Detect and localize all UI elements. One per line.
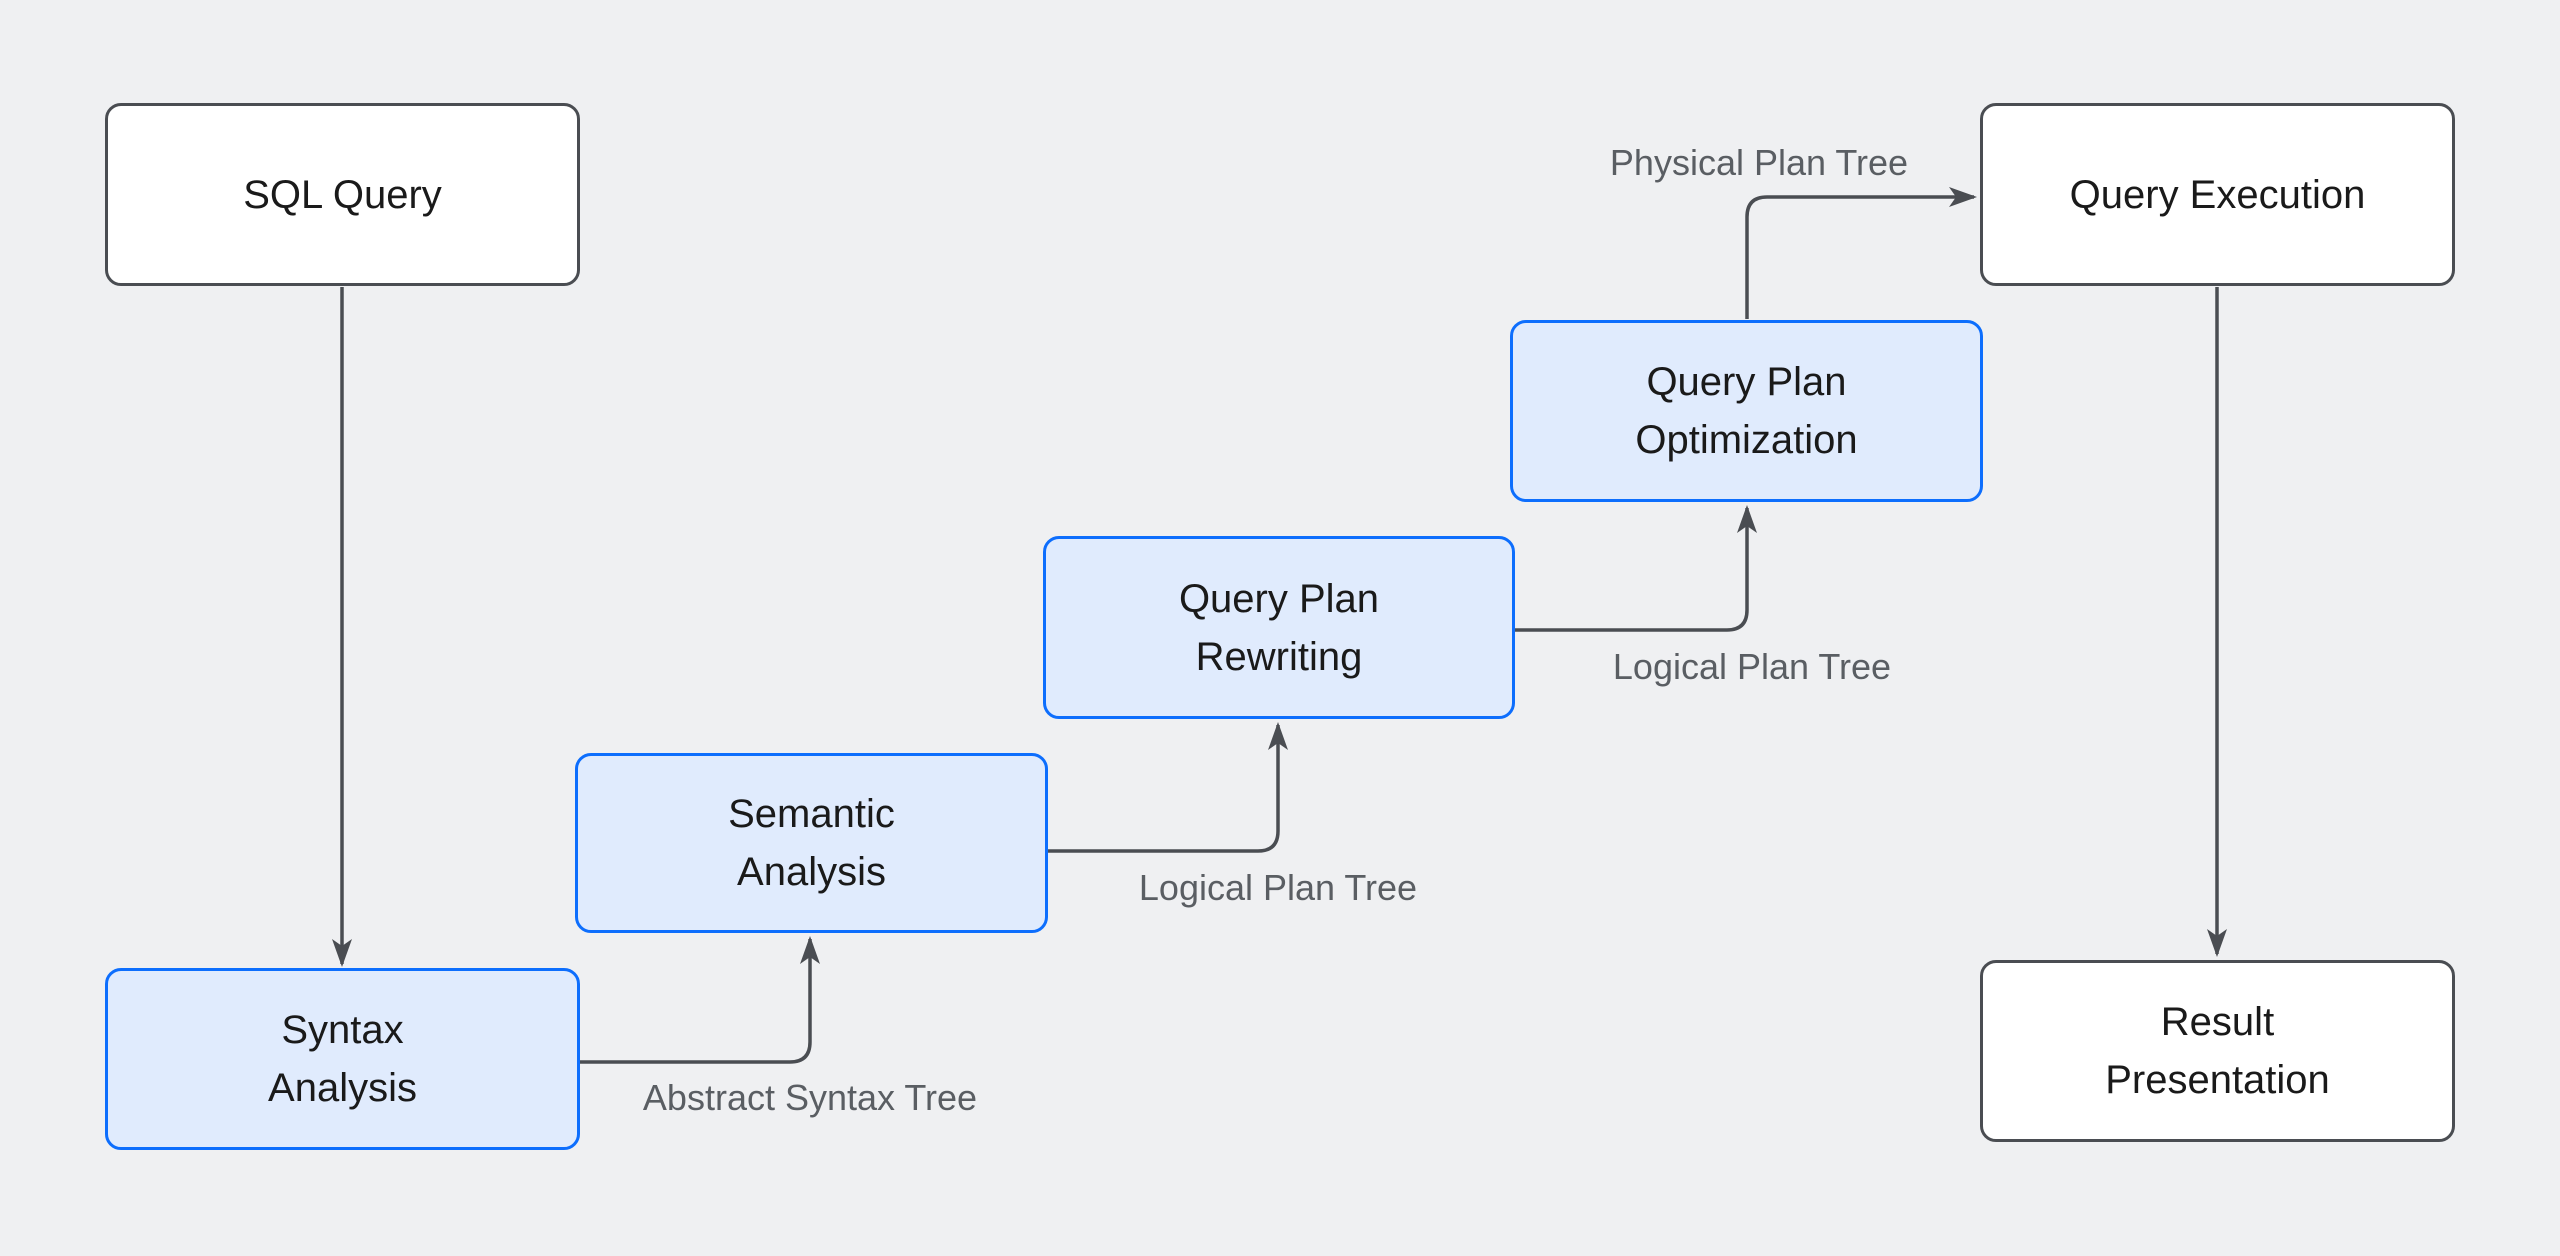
- node-semantic-analysis: Semantic Analysis: [575, 753, 1048, 933]
- edge-label-logical-plan-tree-1: Logical Plan Tree: [1138, 867, 1418, 908]
- edge-semantic-analysis-to-query-plan-rewriting: [1048, 722, 1288, 853]
- edge-label-abstract-syntax-tree: Abstract Syntax Tree: [642, 1077, 978, 1118]
- edge-query-plan-optimization-to-query-execution: [1745, 187, 1977, 319]
- node-label-line: SQL Query: [243, 172, 442, 217]
- node-syntax-analysis: Syntax Analysis: [105, 968, 580, 1150]
- node-query-plan-rewriting: Query Plan Rewriting: [1043, 536, 1515, 719]
- node-label-line: Semantic: [728, 792, 895, 836]
- node-result-presentation: Result Presentation: [1980, 960, 2455, 1142]
- node-label-line: Syntax: [281, 1008, 404, 1052]
- edge-query-plan-rewriting-to-query-plan-optimization: [1515, 505, 1757, 632]
- node-label-line: Query Plan: [1178, 576, 1380, 621]
- edge-syntax-analysis-to-semantic-analysis: [580, 936, 820, 1064]
- node-label-line: Query Plan: [1646, 360, 1847, 404]
- edge-label-logical-plan-tree-2: Logical Plan Tree: [1612, 646, 1892, 687]
- node-label-line: Presentation: [2105, 1058, 2330, 1102]
- node-label-line: Optimization: [1635, 418, 1858, 462]
- node-label-line: Query Execution: [2069, 172, 2366, 217]
- node-label-line: Analysis: [737, 850, 886, 894]
- edge-label-physical-plan-tree: Physical Plan Tree: [1609, 142, 1909, 183]
- node-label-line: Analysis: [268, 1066, 417, 1110]
- node-query-execution: Query Execution: [1980, 103, 2455, 286]
- node-label-line: Result: [2160, 1000, 2275, 1044]
- node-sql-query: SQL Query: [105, 103, 580, 286]
- node-label-line: Rewriting: [1195, 634, 1363, 679]
- node-query-plan-optimization: Query Plan Optimization: [1510, 320, 1983, 502]
